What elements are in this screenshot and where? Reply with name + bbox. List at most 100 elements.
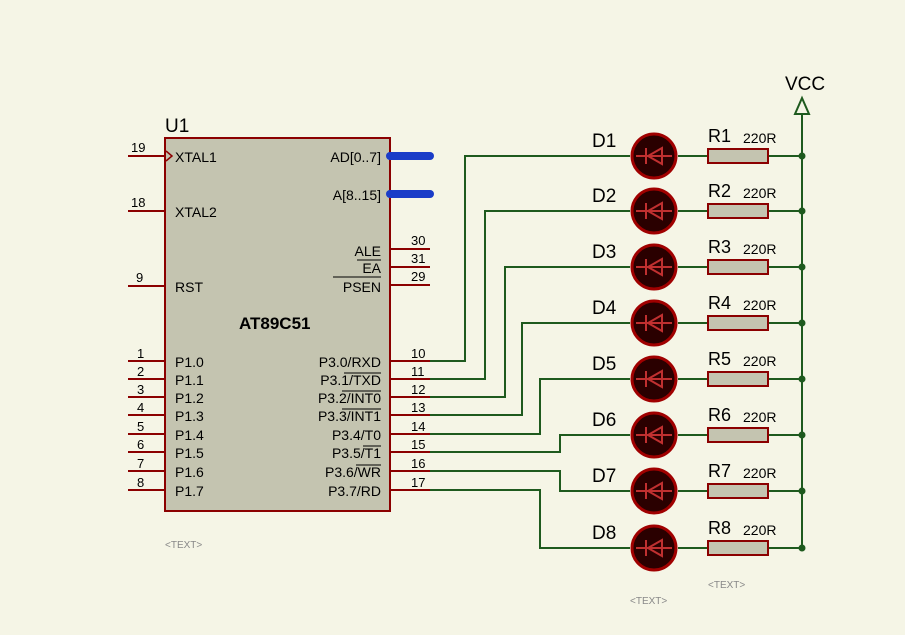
pin-name: ALE xyxy=(355,243,381,259)
bus-pin-ad[interactable]: AD[0..7] xyxy=(330,149,434,165)
chip-body xyxy=(164,137,391,512)
resistor-value-label: 220R xyxy=(743,185,776,201)
led-d7[interactable]: D7 xyxy=(592,466,678,515)
pin-xtal2[interactable]: 18 XTAL2 xyxy=(128,195,217,220)
pin-p3-3[interactable]: 13 P3.3/INT1 xyxy=(318,400,430,424)
resistor-r4[interactable]: R4 220R xyxy=(707,293,776,331)
pin-p1-1[interactable]: 2 P1.1 xyxy=(128,364,204,388)
led-ref-label: D1 xyxy=(592,131,616,152)
pin-p1-0[interactable]: 1 P1.0 xyxy=(128,346,204,370)
resistor-body xyxy=(707,371,769,387)
pin-number: 4 xyxy=(137,400,144,415)
pin-ale[interactable]: 30 ALE xyxy=(355,233,430,259)
pin-number: 1 xyxy=(137,346,144,361)
junction-dot xyxy=(798,487,806,495)
led-d6[interactable]: D6 xyxy=(592,410,678,459)
pin-p3-6[interactable]: 16 P3.6/WR xyxy=(325,456,430,480)
resistor-ref-label: R4 xyxy=(708,293,731,313)
wire-p3-6[interactable] xyxy=(430,470,630,492)
pin-name: AD[0..7] xyxy=(330,149,381,165)
led-d4[interactable]: D4 xyxy=(592,298,678,347)
led-text-placeholder: <TEXT> xyxy=(630,596,667,607)
pin-rst[interactable]: 9 RST xyxy=(128,270,203,295)
pin-number: 30 xyxy=(411,233,425,248)
pin-p3-1[interactable]: 11 P3.1/TXD xyxy=(320,364,430,388)
pin-number: 29 xyxy=(411,269,425,284)
pin-xtal1[interactable]: 19 XTAL1 xyxy=(128,140,217,165)
led-d8[interactable]: D8 xyxy=(592,523,678,572)
pin-number: 13 xyxy=(411,400,425,415)
pin-number: 31 xyxy=(411,251,425,266)
pin-p3-0[interactable]: 10 P3.0/RXD xyxy=(319,346,430,370)
diode-icon xyxy=(636,201,672,221)
pin-p1-5[interactable]: 6 P1.5 xyxy=(128,437,204,461)
wire-p3-0[interactable] xyxy=(430,155,630,362)
resistor-ref-label: R1 xyxy=(708,126,731,146)
resistor-value-label: 220R xyxy=(743,297,776,313)
resistor-ref-label: R8 xyxy=(708,518,731,538)
pin-name: RST xyxy=(175,279,203,295)
wire-p3-7[interactable] xyxy=(430,489,630,549)
led-ref-label: D3 xyxy=(592,242,616,263)
pin-number: 9 xyxy=(136,270,143,285)
junction-dot xyxy=(798,431,806,439)
pin-number: 11 xyxy=(411,364,425,379)
chip-text-placeholder: <TEXT> xyxy=(165,540,202,551)
wire-p3-2[interactable] xyxy=(430,266,630,398)
pin-p3-4[interactable]: 14 P3.4/T0 xyxy=(332,419,430,443)
pin-number: 14 xyxy=(411,419,425,434)
pin-p3-2[interactable]: 12 P3.2/INT0 xyxy=(318,382,430,406)
pin-name: A[8..15] xyxy=(333,187,381,203)
led-d2[interactable]: D2 xyxy=(592,186,678,235)
chip-part-label: AT89C51 xyxy=(239,314,311,333)
pin-p3-7[interactable]: 17 P3.7/RD xyxy=(328,475,430,499)
pin-p1-7[interactable]: 8 P1.7 xyxy=(128,475,204,499)
led-d3[interactable]: D3 xyxy=(592,242,678,291)
wire-p3-1[interactable] xyxy=(430,210,630,380)
pin-name: P3.1/TXD xyxy=(320,372,381,388)
wire-p3-4[interactable] xyxy=(430,378,630,435)
wire-p3-3[interactable] xyxy=(430,322,630,416)
power-arrow-icon xyxy=(793,95,811,115)
resistor-value-label: 220R xyxy=(743,465,776,481)
resistor-body xyxy=(707,203,769,219)
pin-p1-2[interactable]: 3 P1.2 xyxy=(128,382,204,406)
diode-icon xyxy=(636,146,672,166)
pin-number: 3 xyxy=(137,382,144,397)
bus-pin-a[interactable]: A[8..15] xyxy=(333,187,434,203)
resistor-body xyxy=(707,427,769,443)
pin-p1-4[interactable]: 5 P1.4 xyxy=(128,419,204,443)
led-d5[interactable]: D5 xyxy=(592,354,678,403)
pin-ea[interactable]: 31 EA xyxy=(357,251,430,276)
pin-p1-3[interactable]: 4 P1.3 xyxy=(128,400,204,424)
resistor-ref-label: R6 xyxy=(708,405,731,425)
resistor-value-label: 220R xyxy=(743,130,776,146)
resistor-value-label: 220R xyxy=(743,353,776,369)
pin-p1-6[interactable]: 7 P1.6 xyxy=(128,456,204,480)
pin-p3-5[interactable]: 15 P3.5/T1 xyxy=(332,437,430,461)
wire-p3-5[interactable] xyxy=(430,434,630,453)
pin-name: P1.3 xyxy=(175,408,204,424)
pin-name: P1.7 xyxy=(175,483,204,499)
microcontroller-u1[interactable]: U1 AT89C51 <TEXT> 19 XTAL1 18 XTAL2 9 RS… xyxy=(128,116,434,551)
pin-name: P1.0 xyxy=(175,354,204,370)
led-d1[interactable]: D1 xyxy=(592,131,678,180)
pin-name: P1.5 xyxy=(175,445,204,461)
pin-name: EA xyxy=(362,260,381,276)
pin-psen[interactable]: 29 PSEN xyxy=(333,269,430,295)
pin-name: PSEN xyxy=(343,279,381,295)
led-ref-label: D5 xyxy=(592,354,616,375)
resistor-r1[interactable]: R1 220R xyxy=(707,126,776,164)
resistor-body xyxy=(707,483,769,499)
vcc-terminal[interactable]: VCC xyxy=(785,74,825,115)
